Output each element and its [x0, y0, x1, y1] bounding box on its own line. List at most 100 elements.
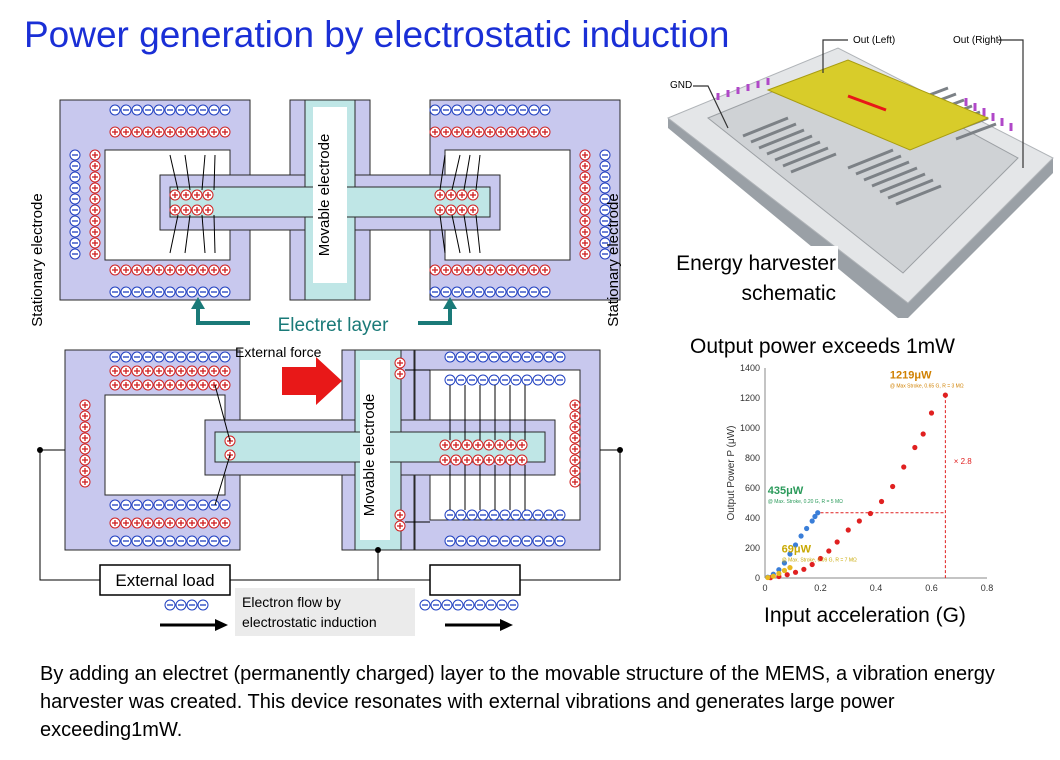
caption-backdrop [648, 246, 838, 310]
data-point-0 [912, 444, 918, 451]
field-arrow [451, 154, 461, 191]
gnd-lead [693, 85, 729, 129]
page-title: Power generation by electrostatic induct… [24, 14, 730, 55]
data-point-0 [920, 431, 926, 437]
external-load-box [99, 564, 231, 596]
data-point-1 [804, 525, 810, 532]
data-point-0 [817, 555, 824, 562]
electron-flow-arrowhead-right [500, 619, 513, 631]
comb-finger [742, 116, 789, 138]
bottom-electrode-diagram: External force Movable electrode Externa… [37, 345, 623, 636]
load-resistor-box [429, 564, 521, 596]
gnd-label: GND [670, 80, 692, 91]
data-point-2 [765, 574, 771, 581]
comb-finger [855, 154, 902, 176]
field-arrow [439, 154, 446, 191]
data-point-0 [809, 561, 815, 568]
annotation-1219uw-sub: @ Max Stroke, 0.65 G, R = 3 MΩ [890, 384, 964, 390]
electret-arrow-right [418, 307, 452, 325]
data-point-1 [776, 567, 782, 573]
x-tick-label: 0.4 [870, 583, 883, 593]
electret-arrowhead-left [191, 297, 205, 309]
annotation-69uw-sub: @ Max. Stroke, 0.09 G, R = 7 MΩ [782, 558, 857, 564]
data-point-2 [781, 567, 788, 574]
electret-layer-label: Electret layer [278, 315, 390, 336]
schematic-caption-line2: schematic [741, 282, 836, 305]
harvester-schematic: Out (Left) Out (Right) GND [648, 35, 1054, 318]
comb-finger [847, 148, 894, 170]
field-arrow [451, 214, 461, 254]
data-point-2 [776, 570, 782, 577]
annotation-435uw: 435μW [768, 485, 804, 497]
comb-finger [879, 172, 926, 194]
out-right-lead [998, 39, 1024, 168]
y-tick-label: 0 [755, 573, 760, 583]
description-text: By adding an electret (permanently charg… [40, 663, 995, 741]
field-arrow [184, 214, 191, 254]
data-point-0 [901, 464, 907, 470]
field-arrow [213, 154, 216, 191]
field-arrow [475, 154, 481, 191]
field-arrow [475, 214, 481, 254]
y-tick-label: 1000 [740, 423, 760, 433]
bottom-movable-label: Movable electrode [361, 394, 378, 517]
electret-arrow-left [196, 307, 250, 325]
junction-dot [375, 547, 381, 553]
x-tick-label: 0 [762, 583, 767, 593]
data-point-2 [787, 565, 793, 571]
data-point-1 [815, 510, 821, 516]
comb-finger [955, 122, 997, 141]
y-tick-label: 1200 [740, 393, 760, 403]
comb-finger [782, 146, 829, 168]
y-tick-label: 400 [745, 513, 760, 523]
junction-dot [617, 447, 623, 453]
data-point-0 [784, 572, 790, 578]
comb-finger [790, 152, 837, 174]
data-point-1 [792, 542, 799, 548]
data-point-0 [801, 566, 807, 572]
field-arrow [169, 214, 179, 254]
electron-flow-arrowhead-left [215, 619, 228, 631]
field-arrow [214, 454, 231, 506]
comb-finger [895, 184, 942, 206]
comb-finger [766, 134, 813, 156]
data-point-1 [787, 551, 793, 557]
x-tick-label: 0.2 [814, 583, 827, 593]
field-arrow [201, 214, 206, 254]
comb-finger [750, 122, 797, 144]
junction-dot [37, 447, 43, 453]
schematic-caption-line1: Energy harvester [676, 252, 836, 275]
data-point-0 [928, 410, 935, 416]
movable-label-backdrop [360, 360, 390, 540]
data-point-0 [845, 527, 851, 533]
chart-title: Output power exceeds 1mW [690, 335, 955, 358]
data-point-0 [834, 539, 840, 545]
x-tick-label: 0.6 [925, 583, 938, 593]
motion-arrow [847, 94, 887, 112]
annotation-69uw: 69μW [782, 544, 812, 556]
left-stationary-label: Stationary electrode [29, 193, 46, 326]
comb-finger [774, 140, 821, 162]
data-point-1 [809, 518, 815, 524]
field-arrow [213, 214, 216, 254]
data-point-0 [826, 548, 832, 554]
comb-finger [871, 166, 918, 188]
electret-arrowhead-right [443, 297, 457, 309]
comb-finger [863, 160, 910, 182]
field-arrow [201, 154, 206, 191]
y-tick-label: 1400 [740, 363, 760, 373]
external-force-arrow [282, 357, 342, 405]
field-arrow [214, 384, 231, 442]
data-point-0 [867, 510, 874, 517]
out-right-label: Out (Right) [953, 35, 1002, 46]
electron-flow-box [235, 588, 415, 636]
data-point-2 [770, 573, 776, 579]
y-tick-label: 600 [745, 483, 760, 493]
data-point-1 [781, 560, 788, 566]
external-force-label: External force [235, 345, 322, 360]
data-point-0 [792, 569, 799, 575]
annotation-1219uw: 1219μW [890, 370, 932, 382]
circuit-wire [39, 449, 621, 581]
